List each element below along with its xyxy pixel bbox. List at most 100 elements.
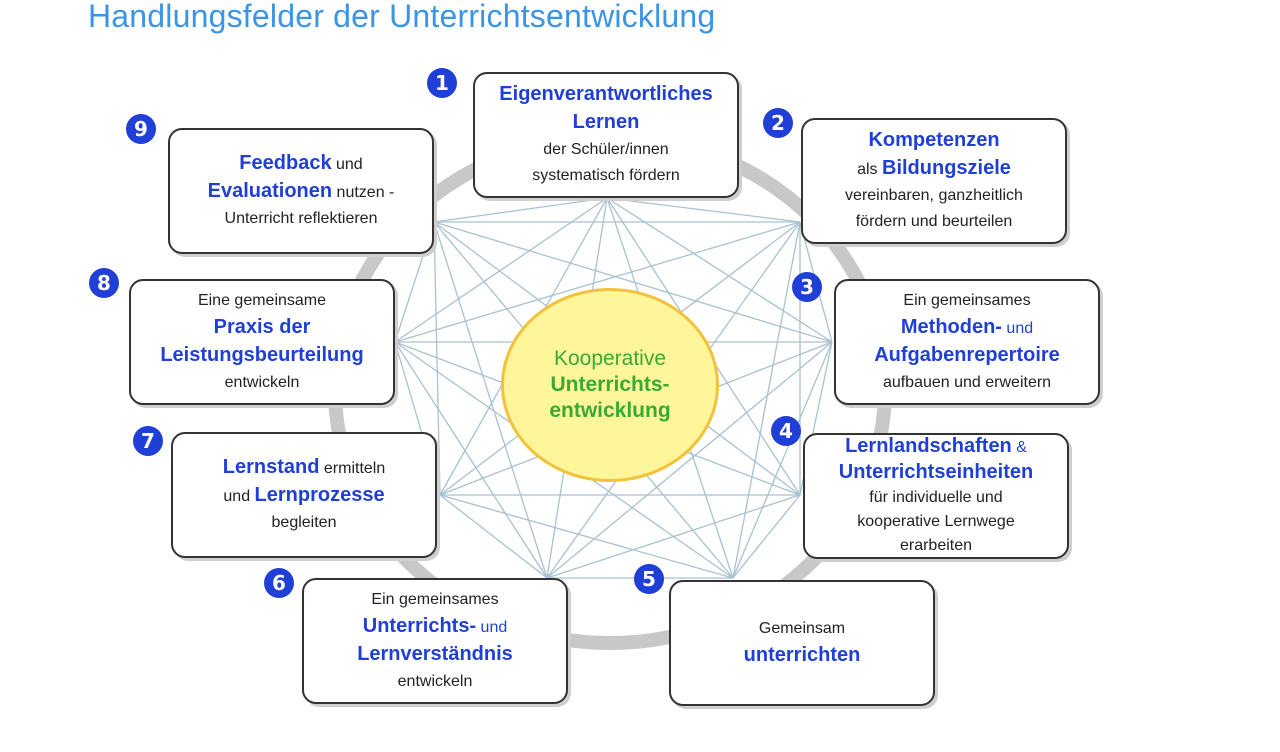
connection-line-2-5 (732, 221, 801, 579)
connection-line-6-8 (394, 341, 548, 579)
field-6-line-3: Lernverständnis (357, 641, 513, 669)
field-2-text-2-1: als (857, 161, 882, 178)
field-9-line-1: Feedback und (239, 150, 362, 178)
field-9-text-2-1: Evaluationen (207, 180, 333, 202)
field-7-text-1-2: ermitteln (319, 460, 386, 477)
field-3-line-1: Ein gemeinsames (903, 288, 1030, 314)
field-2-text-1-1: Kompetenzen (868, 129, 1000, 151)
connection-line-5-7 (439, 494, 734, 579)
field-3-line-2: Methoden- und (901, 314, 1033, 342)
field-6-text-3-1: Lernverständnis (357, 643, 513, 665)
field-3-text-4-1: aufbauen und erweitern (882, 374, 1052, 391)
field-6-line-1: Ein gemeinsames (371, 587, 498, 613)
field-4-text-5-1: erarbeiten (899, 537, 973, 554)
field-8-line-3: Leistungsbeurteilung (160, 342, 363, 370)
field-3-line-3: Aufgabenrepertoire (874, 342, 1060, 370)
connection-line-7-9 (433, 221, 441, 496)
field-2-line-4: fördern und beurteilen (856, 209, 1013, 235)
connection-line-4-5 (732, 494, 801, 579)
number-badge-6: 6 (264, 568, 294, 598)
field-7-text-3-1: begleiten (271, 514, 337, 531)
field-2-text-2-2: Bildungsziele (882, 157, 1011, 179)
field-6-line-2: Unterrichts- und (363, 613, 508, 641)
connection-line-3-9 (433, 221, 833, 343)
connection-line-2-8 (394, 221, 801, 343)
number-badge-3: 3 (792, 272, 822, 302)
field-4-text-3-1: für individuelle und (869, 489, 1003, 506)
field-1-text-3-1: der Schüler/innen (543, 141, 669, 158)
field-6-line-4: entwickeln (398, 669, 473, 695)
number-badge-8: 8 (89, 268, 119, 298)
field-box-2: Kompetenzen als Bildungsziele vereinbaren,… (801, 118, 1067, 244)
field-9-line-2: Evaluationen nutzen - (208, 178, 395, 206)
page-title: Handlungsfelder der Unterrichtsentwicklu… (88, 0, 716, 34)
field-9-text-1-1: Feedback (239, 152, 332, 174)
field-1-line-3: der Schüler/innen (543, 137, 668, 163)
field-5-line-2: unterrichten (744, 642, 861, 670)
field-1-text-4-1: systematisch fördern (532, 167, 680, 184)
number-badge-2: 2 (763, 108, 793, 138)
field-7-text-1-1: Lernstand (222, 456, 320, 478)
field-9-line-3: Unterricht reflektieren (225, 206, 378, 232)
field-6-text-2-1: Unterrichts- (362, 615, 477, 637)
connection-line-1-2 (606, 197, 801, 223)
connection-line-1-9 (433, 197, 608, 223)
field-5-text-2-1: unterrichten (743, 644, 861, 666)
connection-line-6-9 (433, 221, 548, 579)
center-circle: Kooperative Unterrichts- entwicklung (501, 288, 719, 482)
field-2-line-1: Kompetenzen (868, 127, 999, 155)
connection-line-3-5 (732, 341, 833, 579)
field-4-line-3: für individuelle und (869, 486, 1002, 510)
field-6-text-4-1: entwickeln (397, 673, 473, 690)
center-label-line-3: entwicklung (549, 399, 671, 422)
field-3-text-2-1: Methoden- (900, 316, 1002, 338)
field-7-line-1: Lernstand ermitteln (223, 454, 385, 482)
number-badge-4: 4 (771, 416, 801, 446)
field-4-text-1-1: Lernlandschaften (845, 435, 1012, 457)
field-4-line-4: kooperative Lernwege (857, 510, 1014, 534)
field-2-line-2: als Bildungsziele (857, 155, 1011, 183)
center-label-line-2: Unterrichts- (550, 373, 670, 396)
field-1-line-4: systematisch fördern (532, 163, 680, 189)
field-3-text-1-1: Ein gemeinsames (903, 292, 1031, 309)
field-7-text-2-2: Lernprozesse (254, 484, 385, 506)
field-4-text-2-1: Unterrichtseinheiten (838, 461, 1034, 483)
field-2-line-3: vereinbaren, ganzheitlich (845, 183, 1023, 209)
number-badge-7: 7 (133, 426, 163, 456)
field-2-text-3-1: vereinbaren, ganzheitlich (845, 187, 1023, 204)
number-badge-9: 9 (126, 114, 156, 144)
number-badge-5: 5 (634, 564, 664, 594)
field-3-text-3-1: Aufgabenrepertoire (874, 344, 1060, 366)
field-5-text-1-1: Gemeinsam (758, 620, 846, 637)
connection-line-6-7 (439, 494, 548, 579)
field-4-line-5: erarbeiten (900, 534, 972, 558)
field-9-text-3-1: Unterricht reflektieren (224, 210, 378, 227)
field-7-line-3: begleiten (272, 510, 337, 536)
field-7-line-2: und Lernprozesse (223, 482, 384, 510)
field-6-text-2-2: und (476, 619, 508, 636)
field-box-5: Gemeinsam unterrichten (669, 580, 935, 706)
field-7-text-2-1: und (223, 488, 255, 505)
number-badge-1: 1 (427, 68, 457, 98)
field-1-text-2-1: Lernen (572, 111, 640, 133)
field-4-line-2: Unterrichtseinheiten (839, 460, 1033, 486)
field-8-text-2-1: Praxis der (213, 316, 311, 338)
field-6-text-1-1: Ein gemeinsames (371, 591, 499, 608)
field-1-line-1: Eigenverantwortliches (499, 81, 712, 109)
field-8-line-1: Eine gemeinsame (198, 288, 326, 314)
field-9-text-1-2: und (331, 156, 363, 173)
field-8-text-1-1: Eine gemeinsame (197, 292, 327, 309)
center-label-line-1: Kooperative (553, 347, 667, 370)
field-5-line-1: Gemeinsam (759, 616, 845, 642)
field-4-text-4-1: kooperative Lernwege (857, 513, 1015, 530)
field-3-text-2-2: und (1001, 320, 1034, 337)
field-8-line-2: Praxis der (214, 314, 311, 342)
field-9-text-2-2: nutzen - (332, 184, 395, 201)
field-8-text-3-1: Leistungsbeurteilung (160, 344, 364, 366)
